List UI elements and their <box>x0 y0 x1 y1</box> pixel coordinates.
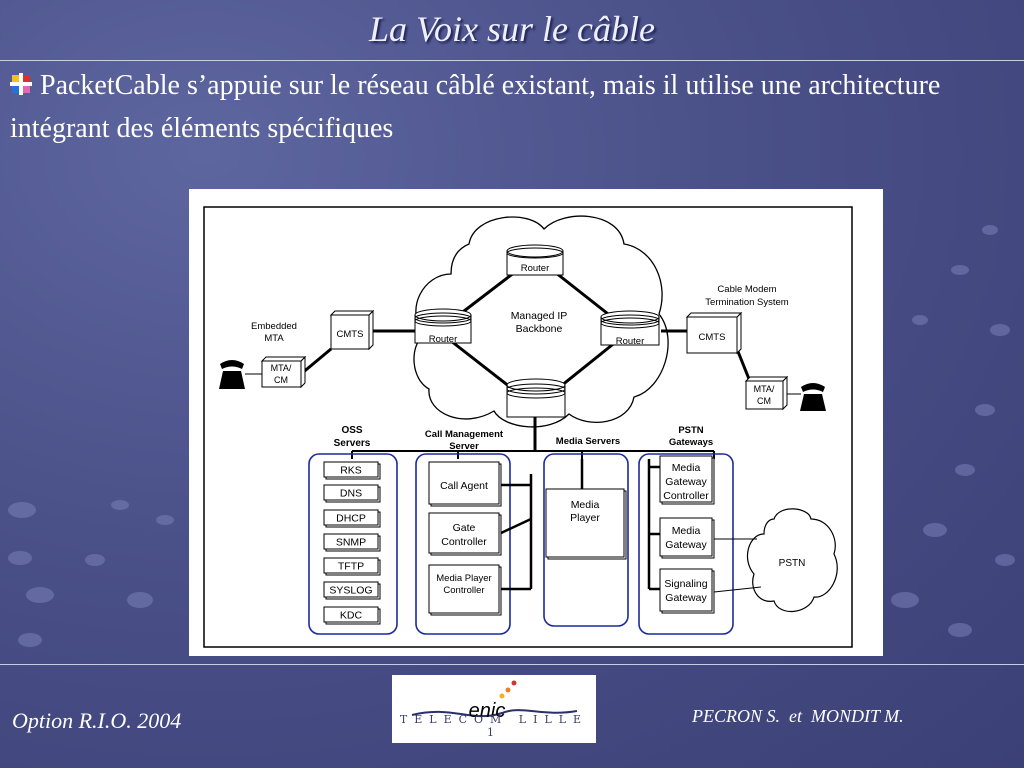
oss-server-label: KDC <box>340 610 363 622</box>
mpc-label-1: Media Player <box>436 573 491 584</box>
oss-server-list: RKS DNS DHCP SNMP TFTP SYSLOG KDC <box>323 461 381 625</box>
gate-controller-box: Gate Controller <box>428 512 502 556</box>
media-gateway-label-2: Gateway <box>665 539 707 551</box>
oss-server-dns: DNS <box>323 484 381 503</box>
course-label: Option R.I.O. 2004 <box>12 708 182 733</box>
oss-server-dhcp: DHCP <box>323 509 381 528</box>
oss-server-label: DHCP <box>336 513 366 525</box>
svg-text:enic: enic <box>469 700 506 722</box>
bullet-text-block: PacketCable s’appuie sur le réseau câblé… <box>10 64 1020 150</box>
slide-title: La Voix sur le câble <box>369 9 655 49</box>
router-left: Router <box>414 308 472 345</box>
mta-cm-left: MTA/ CM <box>260 355 307 389</box>
media-player-label-1: Media <box>571 499 600 511</box>
diagram-frame <box>203 206 853 648</box>
call-agent-label: Call Agent <box>440 480 488 492</box>
mta-cm-right: MTA/ CM <box>744 375 789 411</box>
cms-links <box>500 474 533 591</box>
oss-server-label: DNS <box>340 488 362 500</box>
media-gateway-label-1: Media <box>672 525 701 537</box>
router-bottom <box>506 378 566 418</box>
router-label: Router <box>429 334 458 345</box>
oss-server-syslog: SYSLOG <box>323 581 381 600</box>
gate-controller-label-1: Gate <box>453 522 476 534</box>
oss-server-label: SNMP <box>336 537 366 549</box>
signaling-gateway-label-1: Signaling <box>664 578 707 590</box>
router-label: Router <box>616 336 645 347</box>
pstn-gateway-links <box>647 459 660 591</box>
mta-cm-label-2: CM <box>274 375 288 385</box>
mta-cm-label-1: MTA/ <box>271 363 292 373</box>
router-label: Router <box>521 263 550 274</box>
oss-title-1: OSS <box>341 425 362 436</box>
cms-group-outline <box>415 453 511 635</box>
media-servers-group-outline <box>543 453 629 627</box>
telecom-lille-logo: enic TELECOM LILLE 1 <box>392 675 596 743</box>
oss-title-2: Servers <box>334 438 371 449</box>
pstn-gateways-group-outline <box>638 453 734 635</box>
cms-title-1: Call Management <box>425 429 504 440</box>
oss-server-label: RKS <box>340 465 362 477</box>
media-player-controller-box: Media Player Controller <box>428 564 502 616</box>
media-gateway-controller-box: Media Gateway Controller <box>659 455 715 505</box>
cmts-right: CMTS <box>685 311 743 355</box>
mgc-label-1: Media <box>672 462 701 474</box>
oss-server-tftp: TFTP <box>323 557 381 576</box>
cmts-label: CMTS <box>337 329 364 340</box>
bullet-text: PacketCable s’appuie sur le réseau câblé… <box>10 70 941 144</box>
signaling-gateway-box: Signaling Gateway <box>659 568 715 614</box>
signaling-gateway-label-2: Gateway <box>665 592 707 604</box>
pstn-gateways-title-2: Gateways <box>669 437 713 448</box>
telephone-icon-left <box>219 360 245 389</box>
router-top: Router <box>506 244 564 276</box>
mpc-label-2: Controller <box>443 585 484 596</box>
oss-group-outline <box>308 453 398 635</box>
media-servers-title: Media Servers <box>556 436 620 447</box>
pstn-label: PSTN <box>779 558 806 569</box>
pstn-cloud <box>746 508 838 613</box>
cmts-system-label-1: Cable Modem <box>717 284 776 295</box>
oss-server-rks: RKS <box>323 461 381 480</box>
cmts-system-label-2: Termination System <box>705 297 789 308</box>
footer-divider <box>0 664 1024 665</box>
pstn-gateways-title-1: PSTN <box>678 425 703 436</box>
mta-cm-label-1: MTA/ <box>754 384 775 394</box>
diagram-canvas: Managed IP Backbone Router Router Router <box>203 206 853 648</box>
gate-controller-label-2: Controller <box>441 536 487 548</box>
cms-title-2: Server <box>449 441 479 452</box>
media-player-label-2: Player <box>570 512 600 524</box>
pstn-links <box>713 538 762 593</box>
mgc-label-2: Gateway <box>665 476 707 488</box>
cloud-label-1: Managed IP <box>511 310 568 322</box>
oss-server-snmp: SNMP <box>323 533 381 552</box>
logo-text: TELECOM LILLE 1 <box>399 713 589 739</box>
cmts-left: CMTS <box>329 309 375 351</box>
media-gateway-box: Media Gateway <box>659 517 715 559</box>
embedded-mta-label-1: Embedded <box>251 321 297 332</box>
mta-cm-label-2: CM <box>757 396 771 406</box>
logo-mark: enic <box>411 680 578 722</box>
bullet-icon <box>10 73 32 95</box>
authors-label: PECRON S. et MONDIT M. <box>692 706 904 726</box>
media-player-box: Media Player <box>545 488 627 560</box>
oss-server-label: TFTP <box>338 561 364 573</box>
mgc-label-3: Controller <box>663 490 709 502</box>
packetcable-architecture-diagram: Managed IP Backbone Router Router Router <box>189 189 883 656</box>
cmts-label: CMTS <box>699 332 726 343</box>
oss-server-label: SYSLOG <box>329 585 372 597</box>
telephone-icon-right <box>800 383 826 411</box>
call-agent-box: Call Agent <box>428 461 502 507</box>
embedded-mta-label-2: MTA <box>264 333 284 344</box>
cloud-label-2: Backbone <box>516 323 563 335</box>
router-right: Router <box>600 310 660 347</box>
oss-server-kdc: KDC <box>323 606 381 625</box>
title-divider <box>0 60 1024 61</box>
